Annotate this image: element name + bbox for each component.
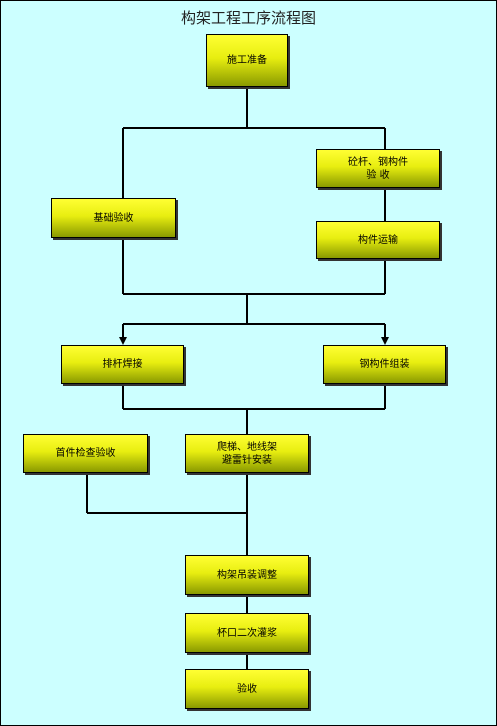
node-label: 施工准备 [227,55,267,66]
node-label: 爬梯、地线架 避雷针安装 [217,441,277,466]
node-label: 排杆焊接 [102,359,143,370]
node-pole-weld: 排杆焊接 [61,345,184,384]
node-label: 验收 [237,683,257,695]
node-foundation: 基础验收 [51,198,176,238]
node-first-inspection: 首件检查验收 [23,434,148,473]
node-hoist: 构架吊装调整 [185,555,309,595]
node-prep: 施工准备 [206,34,288,87]
node-label: 砼杆、钢构件 验 收 [348,156,408,181]
node-final: 验收 [185,669,309,709]
diagram-title: 构架工程工序流程图 [180,9,316,27]
node-acceptance: 砼杆、钢构件 验 收 [316,149,440,188]
node-label: 钢构件组装 [359,359,410,370]
node-label: 首件检查验收 [55,448,116,459]
node-label: 构架吊装调整 [217,569,277,581]
node-transport: 构件运输 [316,221,440,259]
node-steel-assembly: 钢构件组装 [323,345,446,384]
node-label: 杯口二次灌浆 [217,627,277,639]
node-grouting: 杯口二次灌浆 [185,613,309,653]
node-ladder: 爬梯、地线架 避雷针安装 [185,434,309,473]
node-label: 基础验收 [93,212,134,224]
node-label: 构件运输 [358,234,398,246]
